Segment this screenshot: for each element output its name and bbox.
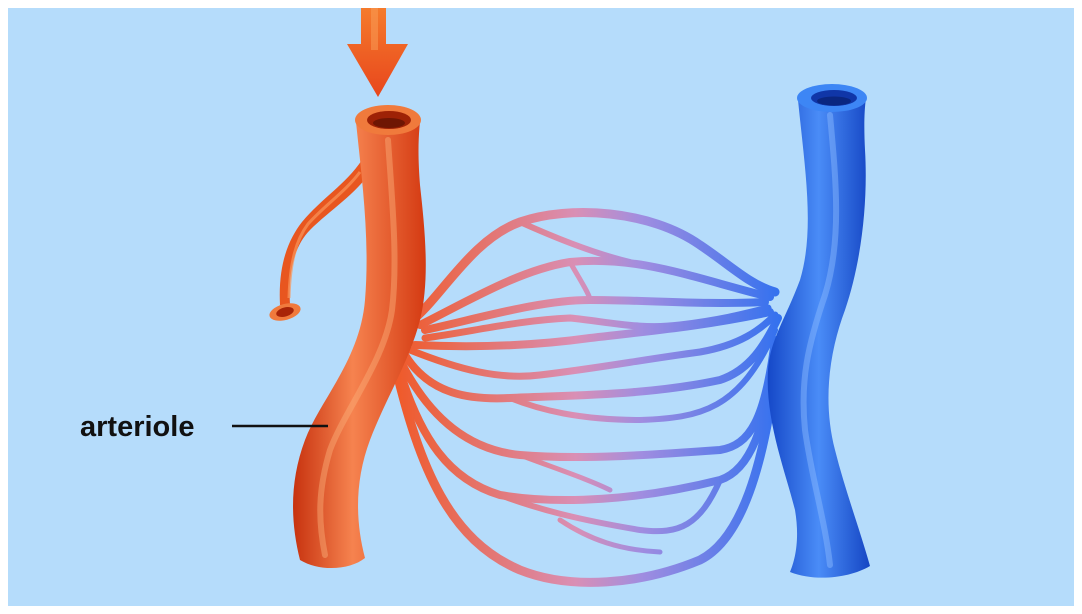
arteriole-label: arteriole	[80, 411, 194, 443]
capillary-network	[395, 213, 778, 583]
capillary	[520, 222, 630, 262]
capillary	[570, 262, 590, 300]
arteriole-label-group: arteriole	[80, 411, 328, 443]
down-arrow-icon	[347, 8, 408, 97]
venule	[768, 84, 870, 578]
arteriole-side-branch	[267, 160, 372, 324]
